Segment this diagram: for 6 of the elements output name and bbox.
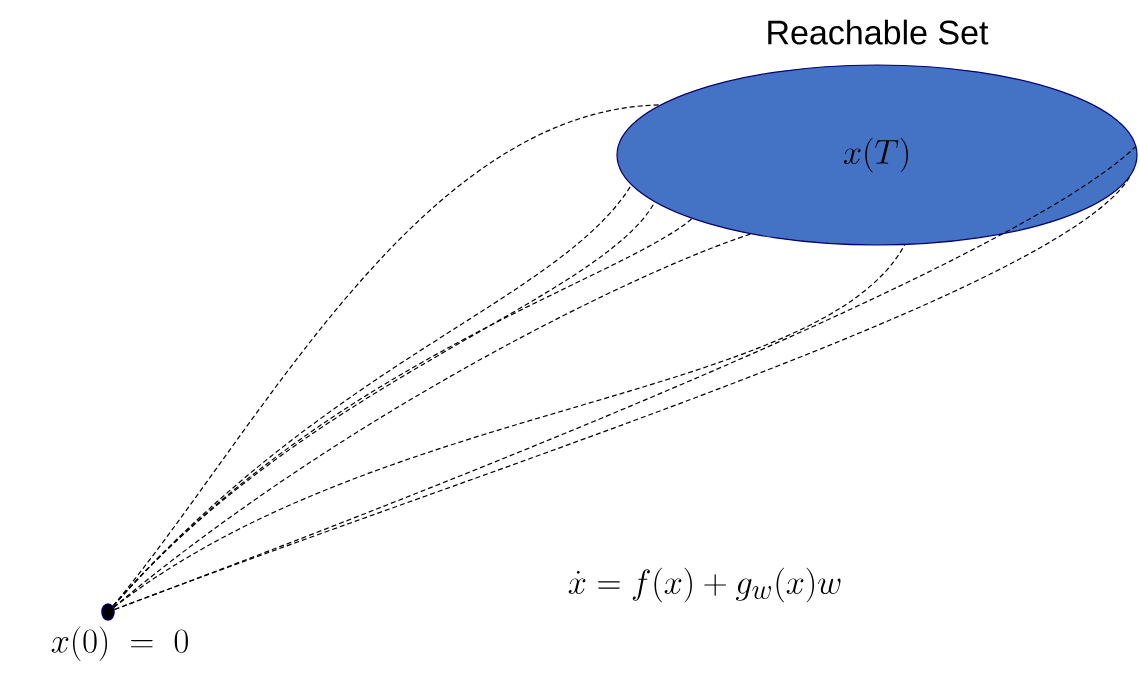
trajectory-curve <box>113 244 906 609</box>
equation: $\dot{x} = f(x) + g_w(x) w$ <box>568 567 841 603</box>
point-label: $x(0) \;=\; 0$ <box>51 626 188 661</box>
trajectory-curve <box>112 104 661 607</box>
start-point <box>101 603 115 621</box>
set-title: Reachable Set <box>768 19 989 45</box>
